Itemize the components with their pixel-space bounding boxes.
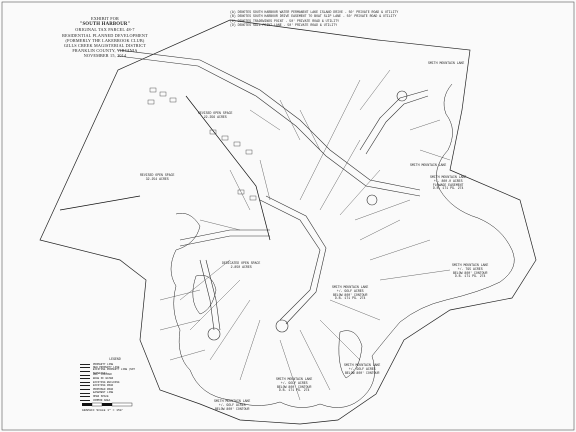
legend-label: 800' CONTOUR: [93, 373, 112, 377]
lake-label-4: SMITH MOUNTAIN LAKE +/- 795 ACRES BELOW …: [452, 263, 489, 279]
open-space-label-3: DEDICATED OPEN SPACE 2.850 ACRES: [222, 261, 261, 269]
outer-property-boundary: [39, 19, 537, 425]
legend-label: EXISTING ROAD: [93, 384, 114, 388]
open-space-label-1: REVISED OPEN SPACE 22.356 ACRES: [198, 111, 233, 119]
title-line-4: RESIDENTIAL PLANNED DEVELOPMENT: [62, 32, 148, 38]
legend-label: EXISTING BUILDING: [93, 380, 120, 384]
note-b: (B) DENOTES SOUTH HARBOUR DRIVE EASEMENT…: [230, 14, 397, 19]
legend-row: COMMON AREA: [80, 399, 150, 403]
legend-label: NEW PROPERTY LINE: [93, 366, 120, 370]
title-line-7: FRANKLIN COUNTY, VIRGINIA: [72, 48, 138, 54]
legend-label: OPEN SPACE: [93, 394, 109, 398]
lot-lines: [159, 69, 451, 401]
legend-swatch: [80, 378, 90, 380]
legend-row: PROPERTY LINE: [80, 363, 150, 367]
lake-label-3: SMITH MOUNTAIN LAKE +/- 800.0 ACRES FLOW…: [430, 175, 467, 191]
legend-swatch: [80, 392, 90, 394]
legend-swatch: [80, 385, 90, 387]
note-a: (A) DENOTES SOUTH HARBOUR WATER PERMANEN…: [230, 10, 399, 14]
legend-label: PROPOSED ROAD: [93, 387, 114, 391]
lake-label-5: SMITH MOUNTAIN LAKE +/- GOLF ACRES BELOW…: [332, 285, 369, 301]
legend-row: NEW PROPERTY LINE: [80, 366, 150, 370]
legend-swatch: [80, 381, 90, 383]
building-blocks: [147, 87, 257, 201]
legend-swatch: [80, 363, 90, 365]
notes-block: (A) DENOTES SOUTH HARBOUR WATER PERMANEN…: [230, 10, 440, 28]
legend-swatch: [80, 396, 90, 398]
scale-bar: [82, 402, 133, 407]
lake-label-2: SMITH MOUNTAIN LAKE: [410, 163, 447, 167]
note-d: (D) DENOTES SAIL POINT LANE - 50' PRIVAT…: [230, 23, 338, 28]
scale-text: GRAPHIC SCALE 1" = 150': [82, 409, 124, 412]
legend-label: PROPERTY LINE: [93, 362, 114, 366]
lake-label-6: SMITH MOUNTAIN LAKE +/- GOLF ACRES BELOW…: [276, 377, 313, 393]
project-name: "SOUTH HARBOUR": [79, 22, 131, 28]
title-block: EXHIBIT FOR "SOUTH HARBOUR" ORIGINAL TAX…: [40, 16, 170, 59]
legend: LEGEND PROPERTY LINE NEW PROPERTY LINE E…: [80, 357, 150, 403]
legend-row: OPEN SPACE: [80, 395, 150, 399]
cul-de-sacs: [207, 90, 408, 341]
legend-row: EDGE OF WATER: [80, 377, 150, 381]
title-line-6: GILLS CREEK MAGISTERIAL DISTRICT: [63, 43, 147, 49]
open-space-label-2: REVISED OPEN SPACE 32.254 ACRES: [140, 173, 175, 181]
legend-swatch: [80, 389, 90, 391]
legend-row: EXISTING ROAD: [80, 384, 150, 388]
legend-row: EXISTING BUILDING: [80, 381, 150, 385]
legend-label: EASEMENT LINE: [93, 391, 114, 395]
title-line-1: EXHIBIT FOR: [90, 16, 120, 21]
legend-swatch: [80, 367, 90, 369]
legend-swatch: [80, 399, 90, 401]
title-line-3: ORIGINAL TAX PARCEL 48-7: [75, 27, 135, 33]
legend-label: EDGE OF WATER: [93, 376, 114, 380]
legend-swatch: [80, 371, 90, 373]
legend-label: COMMON AREA: [93, 398, 111, 402]
lake-label-1: SMITH MOUNTAIN LAKE: [428, 61, 465, 65]
legend-row: PROPOSED ROAD: [80, 388, 150, 392]
title-line-2: "SOUTH HARBOUR": [40, 21, 170, 27]
graphic-scale: GRAPHIC SCALE 1" = 150': [82, 402, 142, 412]
legend-row: 800' CONTOUR: [80, 373, 150, 377]
shoreline: [170, 83, 515, 408]
lake-label-8: SMITH MOUNTAIN LAKE +/- GOLF ACRES BELOW…: [214, 399, 251, 411]
divider-lines: [59, 95, 271, 241]
note-c: (C) DENOTES TRADEWINDS POINT - 50' PRIVA…: [230, 18, 340, 23]
legend-swatch: [80, 374, 90, 376]
title-line-8: NOVEMBER 15, 2014: [83, 53, 127, 59]
legend-label: EXISTING PROPERTY LINE (NOT SURVEYED): [92, 367, 135, 375]
legend-row: EXISTING PROPERTY LINE (NOT SURVEYED): [80, 367, 150, 375]
lake-label-7: SMITH MOUNTAIN LAKE +/- GOLF ACRES BELOW…: [344, 363, 381, 375]
title-line-5: (FORMERLY THE LAKEBROOK CLUB): [65, 37, 145, 43]
legend-heading: LEGEND: [109, 357, 121, 361]
legend-row: EASEMENT LINE: [80, 391, 150, 395]
